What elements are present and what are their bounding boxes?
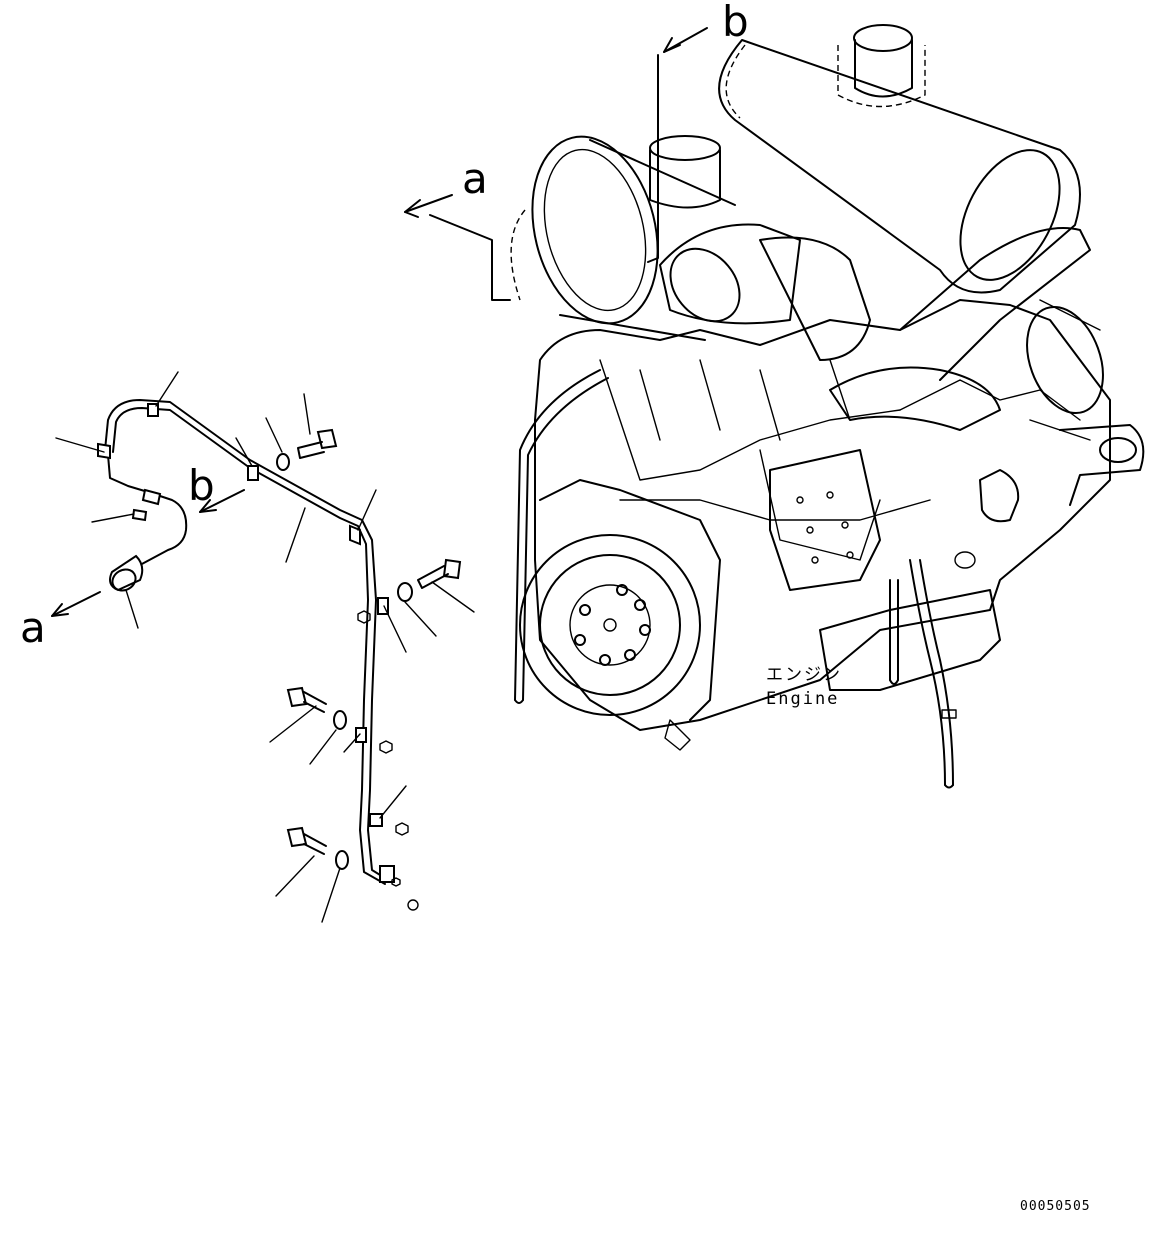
engine-label-english: Engine: [766, 689, 839, 709]
muffler: [718, 24, 1081, 294]
engine-assembly: a b エンジン Engine: [404, 0, 1145, 789]
harness-assembly: b a: [20, 371, 475, 923]
sensor: [109, 554, 144, 592]
engine-label-japanese: エンジン: [766, 665, 842, 685]
air-cleaner: [510, 135, 801, 341]
clips: [97, 403, 395, 883]
document-number: 00050505: [1020, 1199, 1091, 1214]
callout-engine-a: a: [462, 154, 488, 203]
engine-block: [514, 227, 1145, 789]
callout-harness-a: a: [20, 603, 46, 652]
harness-arrow-b: b: [188, 461, 245, 513]
flywheel-housing: [519, 479, 721, 751]
bolt-bottom: [286, 826, 349, 870]
harness-arrow-a: a: [20, 591, 101, 652]
bolt-right: [397, 558, 462, 602]
callout-engine-b: b: [722, 0, 749, 46]
bolt-mid: [286, 686, 347, 730]
callout-harness-b: b: [188, 461, 215, 510]
engine-label: エンジン Engine: [766, 665, 842, 709]
engine-arrow-a: a: [404, 154, 511, 301]
wiring-harness: [104, 399, 386, 879]
leader-lines: [55, 371, 475, 923]
bolt-top: [276, 428, 338, 471]
engine-arrow-b: b: [647, 0, 749, 263]
